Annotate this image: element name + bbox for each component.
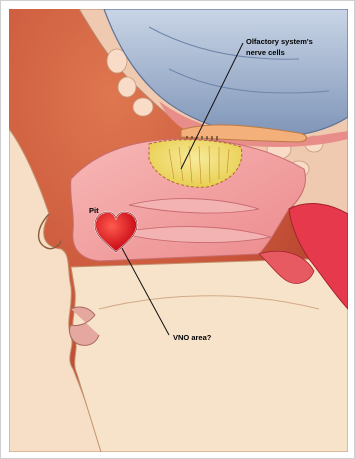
vno-label: VNO area? [173, 333, 212, 342]
nasal-anatomy-illustration: Olfactory system's nerve cells Pit VNO a… [9, 9, 348, 452]
palate-and-tongue [71, 259, 348, 452]
olfactory-label-line1: Olfactory system's [246, 37, 313, 46]
olfactory-label-line2: nerve cells [246, 48, 285, 57]
pit-label: Pit [89, 206, 99, 215]
